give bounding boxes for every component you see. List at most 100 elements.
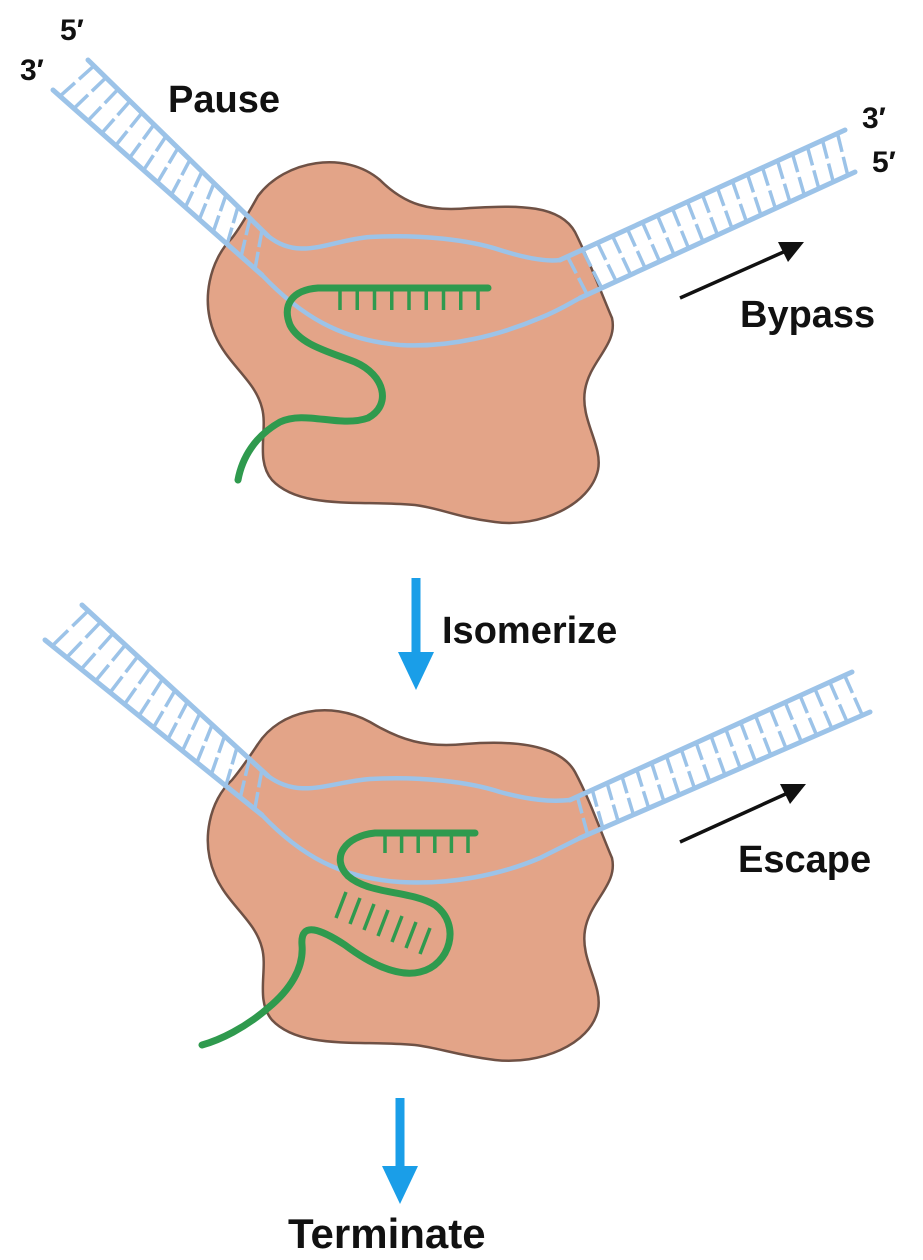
base-pair-rung (179, 702, 188, 718)
terminate-arrow (382, 1098, 418, 1204)
base-pair-rung (740, 204, 746, 222)
base-pair-rung (152, 679, 162, 695)
base-pair-rung (622, 776, 627, 793)
base-pair-rung (130, 143, 141, 158)
hairpin-complex (45, 605, 870, 1061)
base-pair-rung (99, 634, 113, 650)
base-pair-rung (688, 202, 695, 220)
base-pair-rung (110, 677, 122, 693)
base-pair-rung (195, 171, 202, 187)
base-pair-rung (726, 211, 732, 229)
base-pair-rung (125, 688, 136, 704)
bypass-label: Bypass (740, 294, 875, 336)
base-pair-rung (652, 244, 660, 261)
base-pair-rung (764, 738, 771, 755)
base-pair-rung (703, 195, 710, 213)
base-pair-rung (168, 723, 177, 739)
base-pair-rung (156, 136, 166, 151)
base-pair-rung (637, 251, 645, 268)
base-pair-rung (637, 770, 642, 787)
base-pair-rung (219, 736, 225, 753)
isomerize-arrow (398, 578, 434, 690)
base-pair-rung (118, 101, 130, 115)
base-pair-rung (652, 763, 657, 780)
base-pair-rung (60, 83, 75, 96)
base-pair-rung (139, 668, 150, 684)
base-pair-rung (220, 195, 226, 211)
isomerize-label: Isomerize (442, 610, 617, 652)
base-pair-rung (726, 729, 732, 746)
base-pair-rung (81, 653, 95, 669)
base-pair-rung (213, 216, 219, 232)
base-pair-rung (171, 179, 179, 194)
base-pair-rung (779, 731, 786, 748)
base-pair-rung (102, 119, 114, 133)
base-pair-rung (144, 155, 154, 170)
bypass-arrow (680, 242, 804, 298)
base-pair-rung (169, 148, 178, 163)
top-right-3prime-label: 3′ (862, 102, 886, 135)
base-pair-rung (628, 229, 636, 246)
base-pair-rung (681, 749, 687, 766)
base-pair-rung (72, 611, 88, 626)
base-pair-rung (667, 238, 674, 255)
base-pair-rung (830, 682, 838, 700)
base-pair-rung (778, 161, 783, 179)
base-pair-rung (166, 691, 175, 707)
base-pair-rung (199, 204, 205, 220)
base-pair-rung (696, 743, 702, 760)
base-pair-rung (673, 209, 680, 226)
base-pair-rung (92, 78, 106, 92)
base-pair-rung (139, 700, 149, 716)
base-pair-rung (829, 164, 834, 182)
base-pair-rung (855, 698, 863, 716)
base-pair-rung (799, 177, 804, 195)
base-pair-rung (112, 645, 125, 661)
base-pair-rung (659, 785, 664, 802)
base-pair-rung (809, 718, 816, 735)
base-pair-rung (711, 736, 717, 753)
base-pair-rung (613, 805, 618, 822)
base-pair-rung (756, 716, 763, 733)
base-pair-rung (733, 181, 739, 199)
base-pair-rung (86, 622, 101, 638)
base-pair-rung (158, 167, 167, 182)
base-pair-rung (689, 771, 695, 788)
base-pair-rung (208, 183, 214, 199)
base-pair-rung (232, 748, 237, 765)
base-pair-rung (770, 709, 777, 726)
base-pair-rung (681, 231, 688, 248)
base-pair-rung (794, 724, 801, 741)
base-pair-rung (674, 778, 680, 795)
base-pair-rung (770, 191, 776, 209)
base-pair-rung (130, 113, 142, 127)
base-pair-rung (52, 630, 68, 645)
base-pair-rung (749, 744, 756, 761)
base-pair-rung (197, 746, 204, 763)
base-pair-rung (793, 154, 798, 172)
base-pair-rung (613, 236, 621, 253)
downstream-dna-top (560, 130, 855, 298)
base-pair-rung (711, 217, 718, 235)
base-pair-rung (741, 723, 748, 740)
base-pair-rung (719, 758, 725, 775)
base-pair-rung (205, 725, 212, 742)
base-pair-rung (182, 160, 190, 175)
downstream-dna-bottom (570, 672, 870, 838)
base-pair-rung (643, 791, 648, 808)
base-pair-rung (696, 224, 703, 242)
top-left-5prime-label: 5′ (60, 14, 84, 47)
base-pair-rung (763, 168, 769, 186)
base-pair-rung (843, 157, 848, 175)
base-pair-rung (598, 243, 606, 260)
base-pair-rung (79, 66, 94, 79)
base-pair-rung (845, 675, 853, 693)
base-pair-rung (233, 207, 238, 224)
base-pair-rung (623, 258, 631, 275)
pause-label: Pause (168, 79, 280, 121)
base-pair-rung (824, 711, 831, 728)
terminate-label: Terminate (288, 1210, 486, 1257)
base-pair-rung (734, 751, 740, 768)
base-pair-rung (658, 216, 665, 233)
